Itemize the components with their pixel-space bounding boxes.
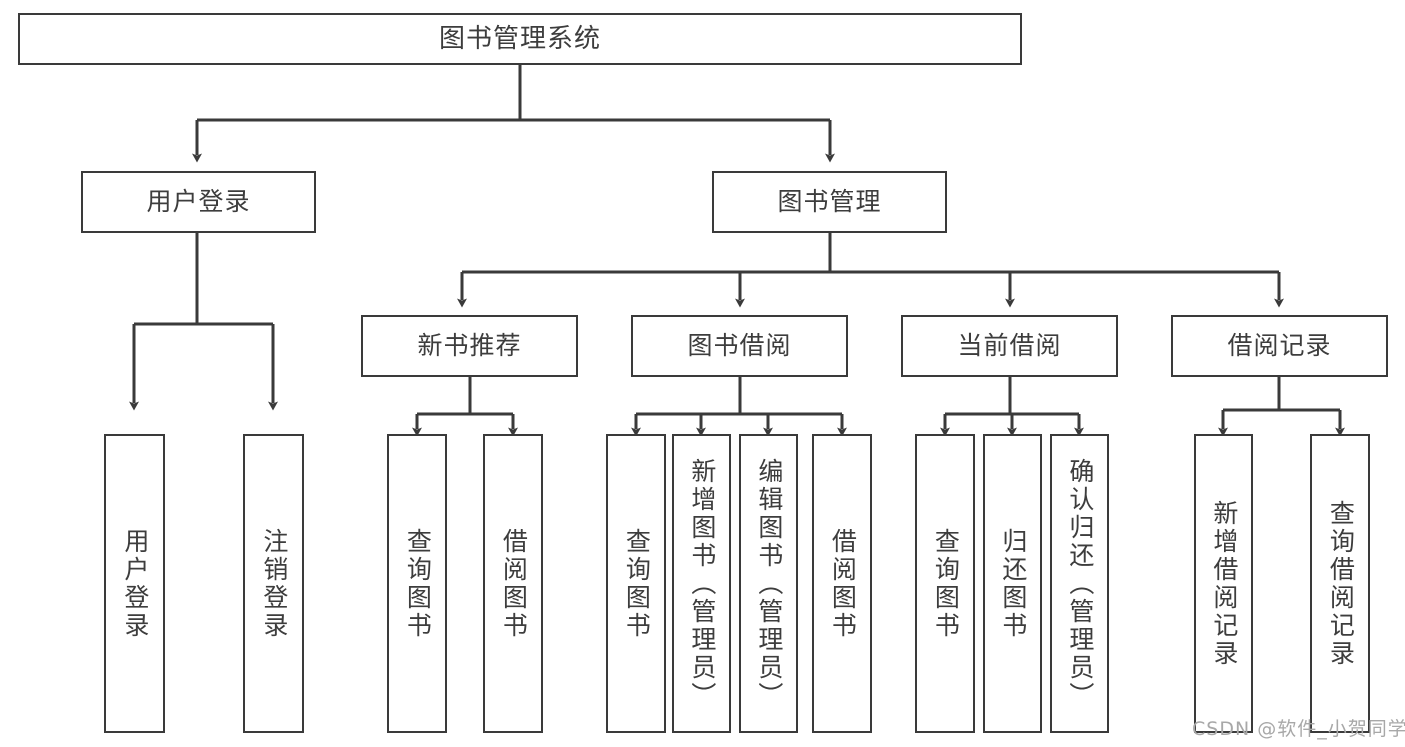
node-new-book-recommend-label: 新书推荐 [417, 331, 522, 361]
leaf-confirm-return[interactable]: 确认归还（管理员） [1050, 434, 1109, 733]
leaf-return-book-label: 归还图书 [998, 527, 1028, 640]
leaf-borrow-book-2[interactable]: 借阅图书 [812, 434, 872, 733]
leaf-edit-book[interactable]: 编辑图书（管理员） [739, 434, 798, 733]
node-current-borrow-label: 当前借阅 [957, 331, 1062, 361]
node-new-book-recommend[interactable]: 新书推荐 [361, 315, 578, 377]
leaf-query-book-3[interactable]: 查询图书 [915, 434, 975, 733]
node-user-login-label: 用户登录 [146, 187, 251, 217]
leaf-add-record-label: 新增借阅记录 [1209, 499, 1239, 668]
leaf-query-book-2[interactable]: 查询图书 [606, 434, 666, 733]
leaf-borrow-book-1[interactable]: 借阅图书 [483, 434, 543, 733]
node-user-login[interactable]: 用户登录 [81, 171, 316, 233]
node-borrow-record-label: 借阅记录 [1227, 331, 1332, 361]
node-book-manage-label: 图书管理 [777, 187, 882, 217]
leaf-query-book-3-label: 查询图书 [931, 527, 961, 640]
leaf-confirm-return-label: 确认归还（管理员） [1065, 457, 1095, 710]
node-current-borrow[interactable]: 当前借阅 [901, 315, 1118, 377]
node-book-borrow-label: 图书借阅 [687, 331, 792, 361]
leaf-user-login-label: 用户登录 [120, 527, 150, 640]
leaf-query-book-2-label: 查询图书 [622, 527, 652, 640]
leaf-borrow-book-1-label: 借阅图书 [499, 527, 529, 640]
leaf-edit-book-label: 编辑图书（管理员） [754, 457, 784, 710]
leaf-query-book-1-label: 查询图书 [403, 527, 433, 640]
leaf-add-book[interactable]: 新增图书（管理员） [672, 434, 731, 733]
node-book-borrow[interactable]: 图书借阅 [631, 315, 848, 377]
leaf-query-record[interactable]: 查询借阅记录 [1310, 434, 1370, 733]
leaf-return-book[interactable]: 归还图书 [983, 434, 1042, 733]
leaf-user-login[interactable]: 用户登录 [104, 434, 165, 733]
leaf-add-book-label: 新增图书（管理员） [687, 457, 717, 710]
node-book-manage[interactable]: 图书管理 [712, 171, 947, 233]
leaf-add-record[interactable]: 新增借阅记录 [1194, 434, 1253, 733]
node-root-label: 图书管理系统 [438, 23, 601, 54]
leaf-query-record-label: 查询借阅记录 [1326, 499, 1356, 668]
node-borrow-record[interactable]: 借阅记录 [1171, 315, 1388, 377]
leaf-logout[interactable]: 注销登录 [243, 434, 304, 733]
leaf-query-book-1[interactable]: 查询图书 [387, 434, 447, 733]
leaf-logout-label: 注销登录 [259, 527, 289, 640]
leaf-borrow-book-2-label: 借阅图书 [828, 527, 858, 640]
node-root[interactable]: 图书管理系统 [18, 13, 1022, 65]
